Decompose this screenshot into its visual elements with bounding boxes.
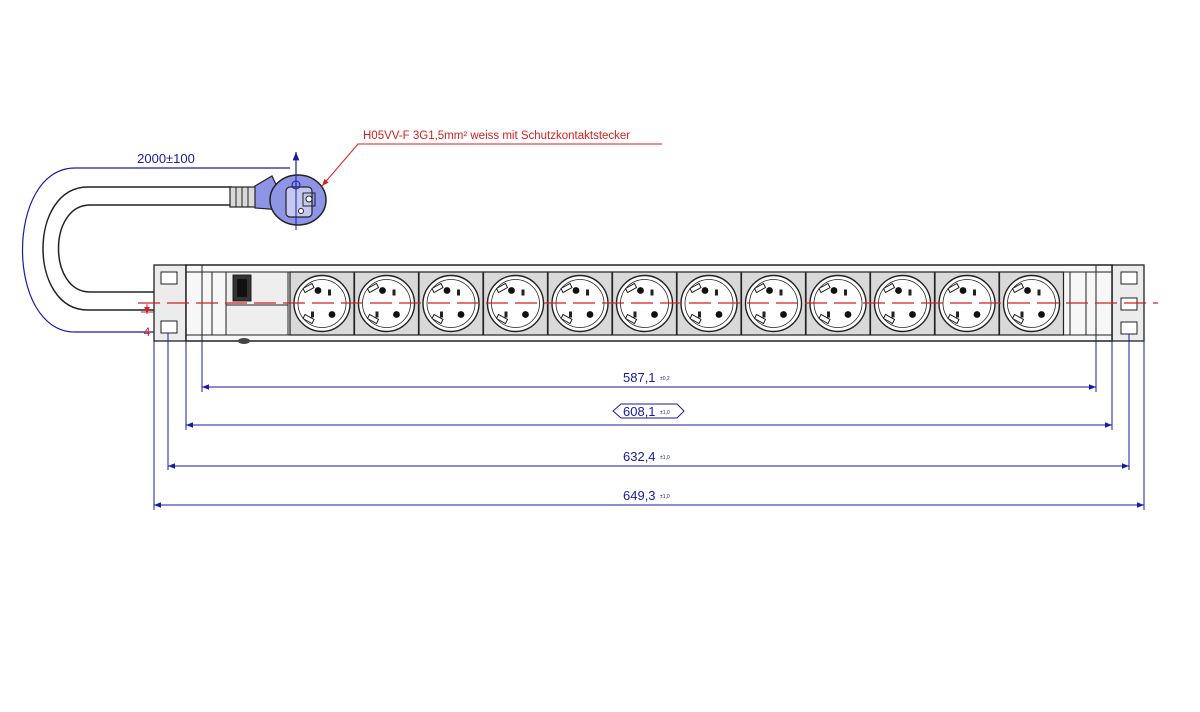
dimension-608: 608,1 ±1,0 — [623, 404, 670, 419]
dimension-587-value: 587,1 — [623, 370, 656, 385]
socket-outlet — [998, 271, 1065, 336]
dimension-632: 632,4 ±1,0 — [623, 449, 670, 464]
dimension-lines — [153, 333, 1145, 510]
dimension-632-tolerance: ±1,0 — [660, 455, 670, 461]
cable-length-label: 2000±100 — [137, 151, 195, 166]
dimension-649: 649,3 ±1,0 — [623, 488, 670, 503]
dimension-608-value: 608,1 — [623, 404, 656, 419]
dimension-649-tolerance: ±1,0 — [660, 494, 670, 500]
dimension-587: 587,1 ±0,2 — [623, 370, 670, 385]
cable-spec-leader — [321, 143, 662, 187]
edge-offset-label: 4 — [144, 325, 151, 339]
power-cable — [42, 186, 232, 311]
dimension-649-value: 649,3 — [623, 488, 656, 503]
socket-outlet — [740, 271, 807, 336]
dimension-608-tolerance: ±1,0 — [660, 410, 670, 416]
cable-spec-label: H05VV-F 3G1,5mm² weiss mit Schutzkontakt… — [363, 130, 630, 142]
schuko-plug — [229, 172, 327, 230]
dimension-587-tolerance: ±0,2 — [660, 376, 670, 382]
dimension-632-value: 632,4 — [623, 449, 656, 464]
